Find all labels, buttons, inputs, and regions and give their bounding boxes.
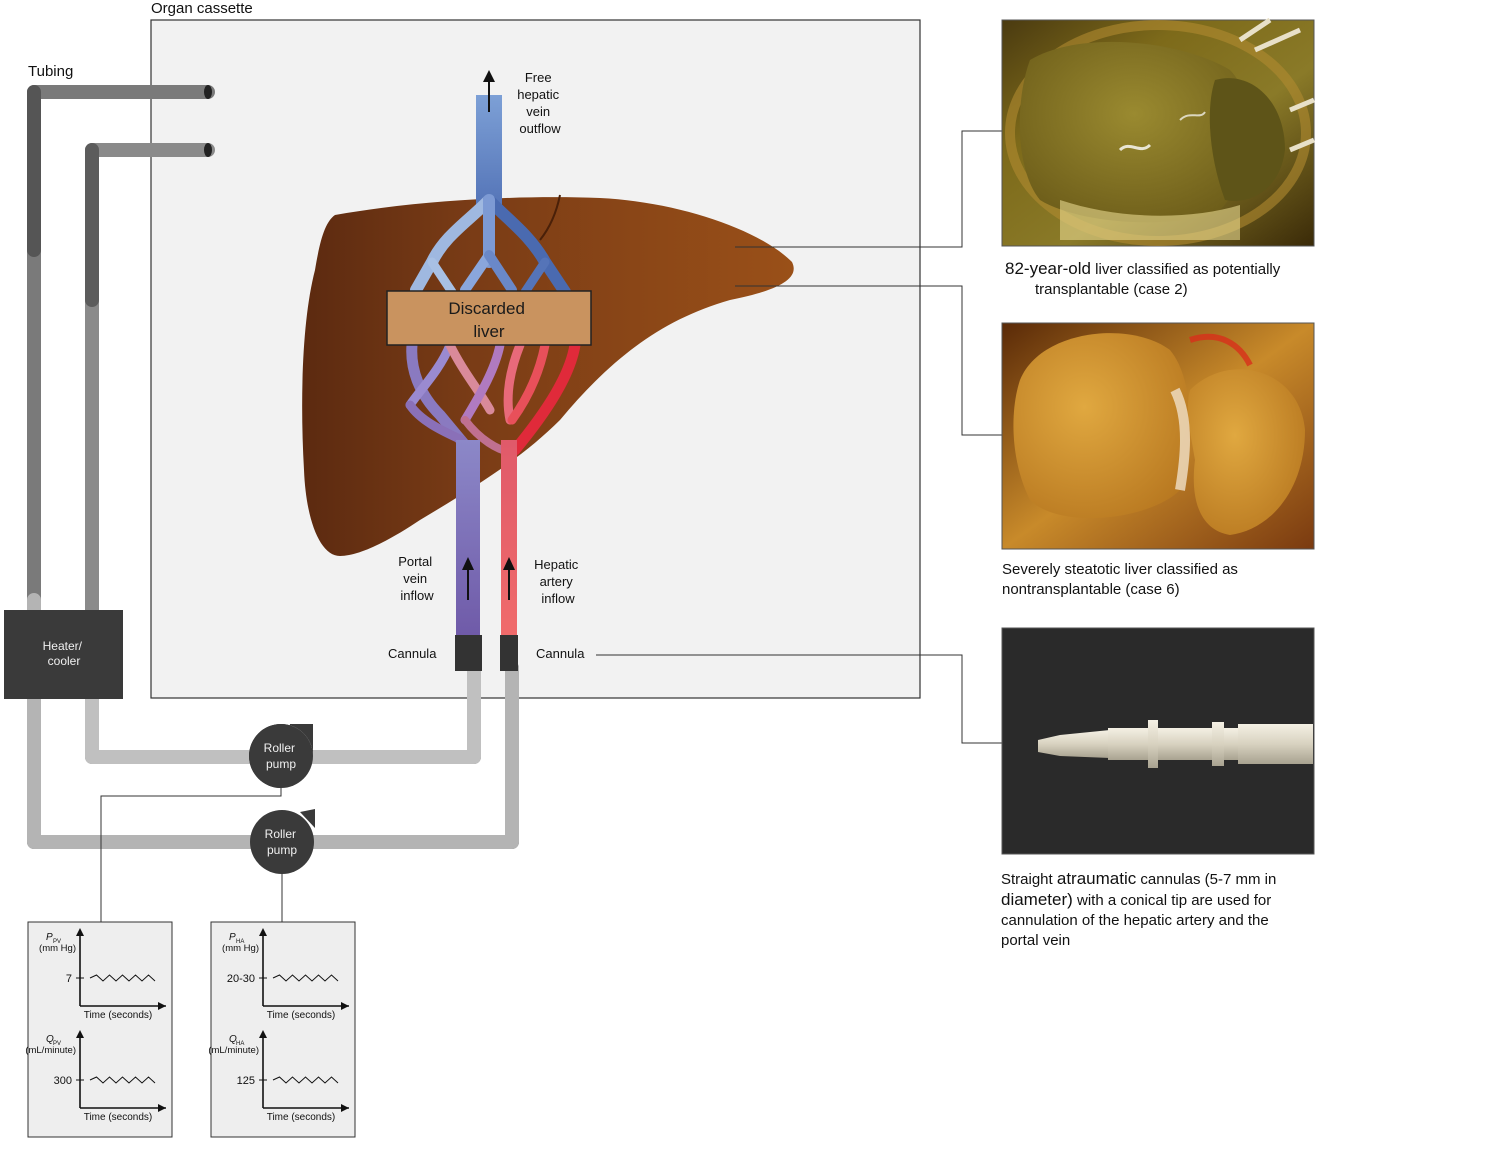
portal-flow-value: 300 (54, 1075, 72, 1087)
callout-case2 (735, 130, 1002, 248)
hepatic-pressure-quantity-sub: HA (236, 939, 244, 945)
portal-pressure-xlabel: Time (seconds) (84, 1010, 153, 1021)
caption-case6: Severely steatotic liver classified as n… (1002, 560, 1238, 600)
portal-flow-unit: (mL/minute) (25, 1045, 76, 1056)
tubing (27, 85, 519, 849)
hepatic-flow-y-arrow (259, 1030, 267, 1038)
cannula-portal (455, 635, 482, 671)
hepatic-flow-quantity-sub: HA (236, 1041, 244, 1047)
portal-pressure-value: 7 (66, 973, 72, 985)
liver-shape (302, 197, 794, 556)
portal-pressure-quantity: P (46, 932, 53, 943)
portal-vein (456, 440, 480, 638)
heater-cooler (4, 610, 123, 699)
portal-flow-trace (89, 1076, 156, 1084)
portal-pressure-unit: (mm Hg) (39, 943, 76, 954)
portal-pressure-quantity-sub: PV (53, 939, 61, 945)
portal-flow-x-arrow (158, 1104, 166, 1112)
tube-end-top (204, 85, 212, 99)
caption-cannula-l1a: Straight (1001, 871, 1057, 888)
graph-panel-hepatic (210, 921, 356, 1138)
caption-cannula-l4: portal vein (1001, 932, 1071, 949)
tubing-label: Tubing (28, 63, 73, 80)
cannula-hepatic (500, 635, 518, 671)
tube-end-bottom (204, 143, 212, 157)
portal-inflow-arrow (462, 557, 474, 600)
photo-cannula (1001, 627, 1315, 855)
callout-case6 (735, 285, 1002, 436)
photo-liver-case2 (1001, 17, 1315, 247)
discarded-liver-box (386, 290, 592, 346)
caption-cannula-l3: cannulation of the hepatic artery and th… (1001, 912, 1269, 929)
hepatic-pressure-y-arrow (259, 928, 267, 936)
hepatic-pressure-value: 20-30 (227, 973, 255, 985)
caption-cannula-l2a: diameter) (1001, 890, 1073, 909)
hepatic-flow-value: 125 (237, 1075, 255, 1087)
hepatic-pressure-x-arrow (341, 1002, 349, 1010)
hepatic-flow-trace (272, 1076, 339, 1084)
hepatic-flow-x-arrow (341, 1104, 349, 1112)
caption-case2-line2: transplantable (case 2) (1035, 281, 1188, 298)
hepatic-pressure-quantity: P (229, 932, 236, 943)
caption-case2-rest: liver classified as potentially (1091, 261, 1281, 278)
connector-pump1 (100, 788, 282, 922)
heater-cooler-label: Heater/ cooler (43, 639, 86, 668)
free-outflow-label: Free hepatic vein outflow (517, 70, 563, 136)
portal-pressure-trace (89, 974, 156, 982)
caption-case2-age: 82-year-old (1005, 259, 1091, 278)
photo-liver-case6 (1001, 322, 1315, 550)
hepatic-inflow-label: Hepatic artery inflow (534, 557, 582, 606)
hepatic-flow-quantity: Q (229, 1034, 237, 1045)
portal-flow-y-arrow (76, 1030, 84, 1038)
hepatic-flow-xlabel: Time (seconds) (267, 1112, 336, 1123)
organ-cassette-label: Organ cassette (151, 0, 253, 17)
caption-case6-line2: nontransplantable (case 6) (1002, 581, 1180, 598)
svg-text:Roller pump: Roller pump (265, 827, 300, 857)
hepatic-flow-unit: (mL/minute) (208, 1045, 259, 1056)
inflow-trees (405, 339, 581, 456)
roller-pump-1: Roller pump (249, 724, 313, 788)
hepatic-pressure-trace (272, 974, 339, 982)
caption-cannula: Straight atraumatic cannulas (5-7 mm in … (1001, 869, 1276, 951)
graph-panel-portal (27, 921, 173, 1138)
callout-cannula (596, 654, 1002, 744)
hepatic-pressure-unit: (mm Hg) (222, 943, 259, 954)
svg-text:Roller pump: Roller pump (264, 741, 299, 771)
caption-case6-line1: Severely steatotic liver classified as (1002, 561, 1238, 578)
caption-cannula-l1c: cannulas (5-7 mm in (1136, 871, 1277, 888)
cannula-right-label: Cannula (536, 646, 585, 661)
caption-case2: 82-year-old liver classified as potentia… (1005, 259, 1280, 300)
portal-pressure-y-arrow (76, 928, 84, 936)
outflow-arrow (483, 70, 495, 112)
caption-cannula-l1b: atraumatic (1056, 869, 1137, 888)
caption-cannula-l2b: with a conical tip are used for (1072, 892, 1272, 909)
portal-inflow-label: Portal vein inflow (398, 554, 436, 603)
cannula-left-label: Cannula (388, 646, 437, 661)
hepatic-inflow-arrow (503, 557, 515, 600)
portal-flow-quantity: Q (46, 1034, 54, 1045)
portal-flow-xlabel: Time (seconds) (84, 1112, 153, 1123)
portal-pressure-x-arrow (158, 1002, 166, 1010)
portal-flow-quantity-sub: PV (53, 1041, 61, 1047)
liver-fissure (539, 194, 561, 241)
hepatic-pressure-xlabel: Time (seconds) (267, 1010, 336, 1021)
hepatic-vein-tree (410, 95, 571, 298)
hepatic-artery (501, 440, 517, 638)
roller-pump-2: Roller pump (250, 809, 315, 874)
discarded-liver-label: Discarded liver (448, 299, 529, 341)
